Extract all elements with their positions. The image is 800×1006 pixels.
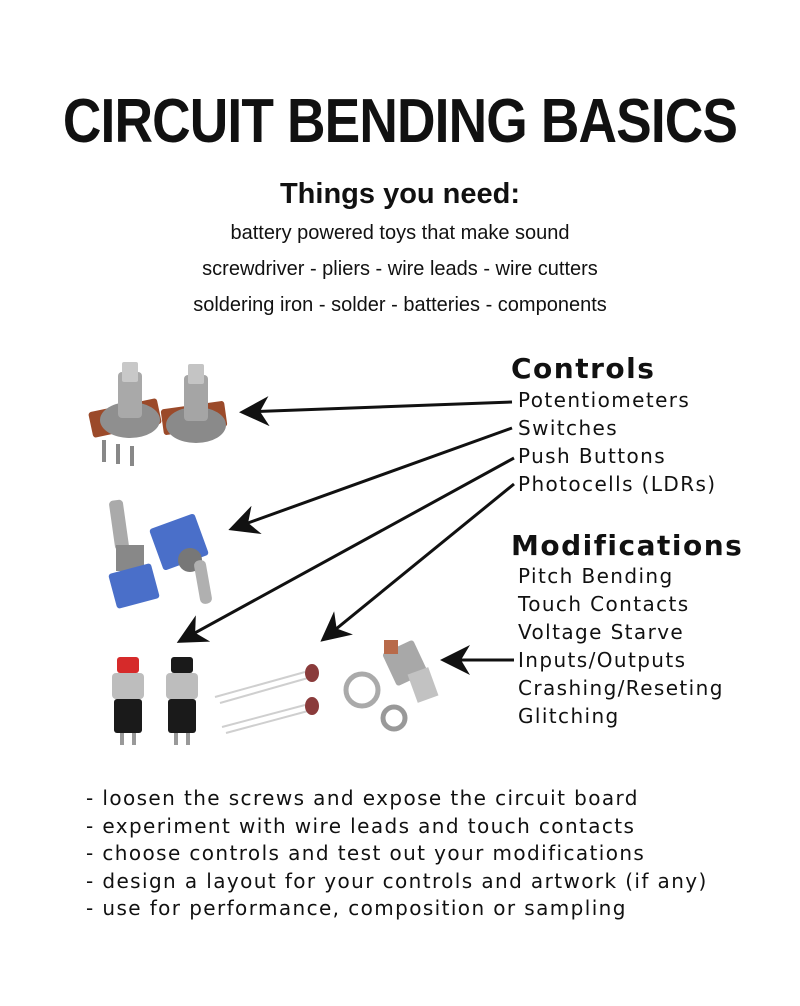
list-item: Switches <box>518 416 619 440</box>
audio-jack-image <box>343 640 439 732</box>
arrow-switches <box>228 426 513 534</box>
list-item: Potentiometers <box>518 388 691 412</box>
steps-list: - loosen the screws and expose the circu… <box>86 785 708 923</box>
list-item: Pitch Bending <box>518 564 674 588</box>
arrow-potentiometers <box>239 396 513 427</box>
controls-list: Potentiometers Switches Push Buttons Pho… <box>518 386 717 498</box>
arrow-photocells <box>320 482 515 642</box>
list-item: Touch Contacts <box>518 592 690 616</box>
need-line: screwdriver - pliers - wire leads - wire… <box>202 258 598 280</box>
modifications-heading: Modifications <box>511 529 744 562</box>
photocells-image <box>214 664 319 734</box>
controls-heading: Controls <box>511 352 656 385</box>
step-item: - loosen the screws and expose the circu… <box>86 786 639 810</box>
modifications-list: Pitch Bending Touch Contacts Voltage Sta… <box>518 562 724 730</box>
list-item: Voltage Starve <box>518 620 685 644</box>
page-title: CIRCUIT BENDING BASICS <box>62 87 738 156</box>
arrow-push-buttons <box>176 456 515 643</box>
need-line: soldering iron - solder - batteries - co… <box>193 294 607 316</box>
potentiometers-image <box>88 362 228 466</box>
things-you-need-heading: Things you need: <box>279 178 521 210</box>
need-line: battery powered toys that make sound <box>230 222 570 244</box>
list-item: Inputs/Outputs <box>518 648 687 672</box>
step-item: - design a layout for your controls and … <box>86 868 708 893</box>
push-buttons-image <box>112 657 198 745</box>
list-item: Glitching <box>518 704 620 728</box>
list-item: Push Buttons <box>518 444 667 468</box>
list-item: Crashing/Reseting <box>518 676 724 700</box>
switches-image <box>108 499 212 609</box>
list-item: Photocells (LDRs) <box>518 472 717 496</box>
step-item: - use for performance, composition or sa… <box>86 896 627 920</box>
step-item: - choose controls and test out your modi… <box>86 841 646 865</box>
step-item: - experiment with wire leads and touch c… <box>86 813 636 838</box>
